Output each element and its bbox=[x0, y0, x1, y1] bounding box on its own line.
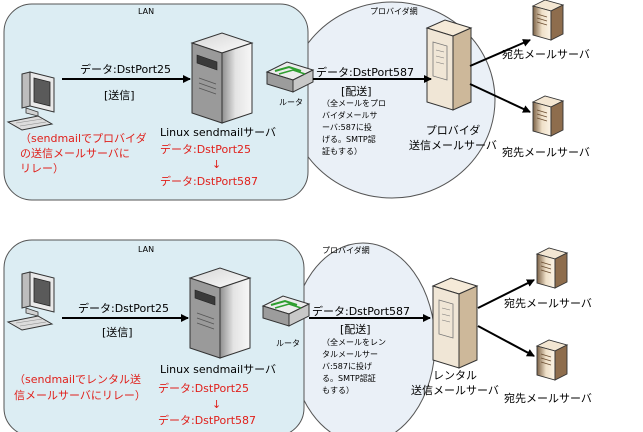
top-deliver-note: （全メールをプロ バイダメールサ ーバ:587に投 げる。SMTP認 証もする） bbox=[322, 99, 386, 156]
top-port-arrow: ↓ bbox=[212, 158, 222, 171]
bottom-port-arrow: ↓ bbox=[212, 398, 222, 411]
bottom-send-label: [送信] bbox=[102, 326, 133, 339]
bottom-rental-server-icon bbox=[432, 277, 478, 369]
top-dest-server-2-icon bbox=[532, 95, 564, 137]
bottom-network-title: プロバイダ網 bbox=[322, 246, 370, 255]
bottom-rental-server-label: レンタル 送信メールサーバ bbox=[411, 369, 499, 397]
top-sendmail-server-icon bbox=[191, 32, 253, 124]
top-lan-title: LAN bbox=[138, 7, 155, 16]
bottom-dest2-label: 宛先メールサーバ bbox=[504, 392, 592, 405]
bottom-dest-server-2-icon bbox=[536, 339, 568, 381]
top-arrow-provider-to-dest1 bbox=[469, 39, 531, 67]
top-provider-server-label: プロバイダ 送信メールサーバ bbox=[409, 124, 497, 152]
top-router-label: ルータ bbox=[279, 98, 303, 107]
top-server-label: Linux sendmailサーバ bbox=[160, 126, 277, 139]
bottom-data-left-label: データ:DstPort25 bbox=[78, 302, 170, 315]
bottom-arrow-rental-to-dest2 bbox=[477, 325, 535, 357]
bottom-deliver-note: （全メールをレン タルメールサー バ:587に投げ る。SMTP認証 もする） bbox=[322, 338, 386, 395]
top-data-left-label: データ:DstPort25 bbox=[80, 63, 172, 76]
bottom-arrow-rental-to-dest1 bbox=[477, 279, 535, 309]
bottom-deliver-label: [配送] bbox=[340, 323, 371, 336]
bottom-dest-server-1-icon bbox=[536, 247, 568, 289]
bottom-data-right-label: データ:DstPort587 bbox=[312, 305, 411, 318]
top-dest-server-1-icon bbox=[532, 0, 564, 41]
top-network-title: プロバイダ網 bbox=[370, 7, 418, 16]
top-relay-note: （sendmailでプロバイダ の送信メールサーバに リレー） bbox=[20, 132, 147, 175]
bottom-lan-title: LAN bbox=[138, 245, 155, 254]
bottom-sendmail-server-icon bbox=[189, 267, 251, 359]
top-dest2-label: 宛先メールサーバ bbox=[502, 146, 590, 159]
top-port587-label: データ:DstPort587 bbox=[160, 175, 259, 188]
top-deliver-label: [配送] bbox=[341, 85, 372, 98]
top-arrow-provider-to-dest2 bbox=[469, 83, 531, 113]
bottom-router-label: ルータ bbox=[276, 339, 300, 348]
bottom-relay-note: （sendmailでレンタル送 信メールサーバにリレー） bbox=[14, 373, 146, 402]
top-provider-server-icon bbox=[426, 19, 472, 111]
bottom-dest1-label: 宛先メールサーバ bbox=[504, 297, 592, 310]
top-data-right-label: データ:DstPort587 bbox=[316, 66, 415, 79]
top-dest1-label: 宛先メールサーバ bbox=[502, 48, 590, 61]
bottom-server-label: Linux sendmailサーバ bbox=[160, 363, 277, 376]
bottom-port587-label: データ:DstPort587 bbox=[158, 414, 257, 427]
top-port25-label: データ:DstPort25 bbox=[160, 143, 252, 156]
top-send-label: [送信] bbox=[104, 89, 135, 102]
bottom-port25-label: データ:DstPort25 bbox=[158, 382, 250, 395]
